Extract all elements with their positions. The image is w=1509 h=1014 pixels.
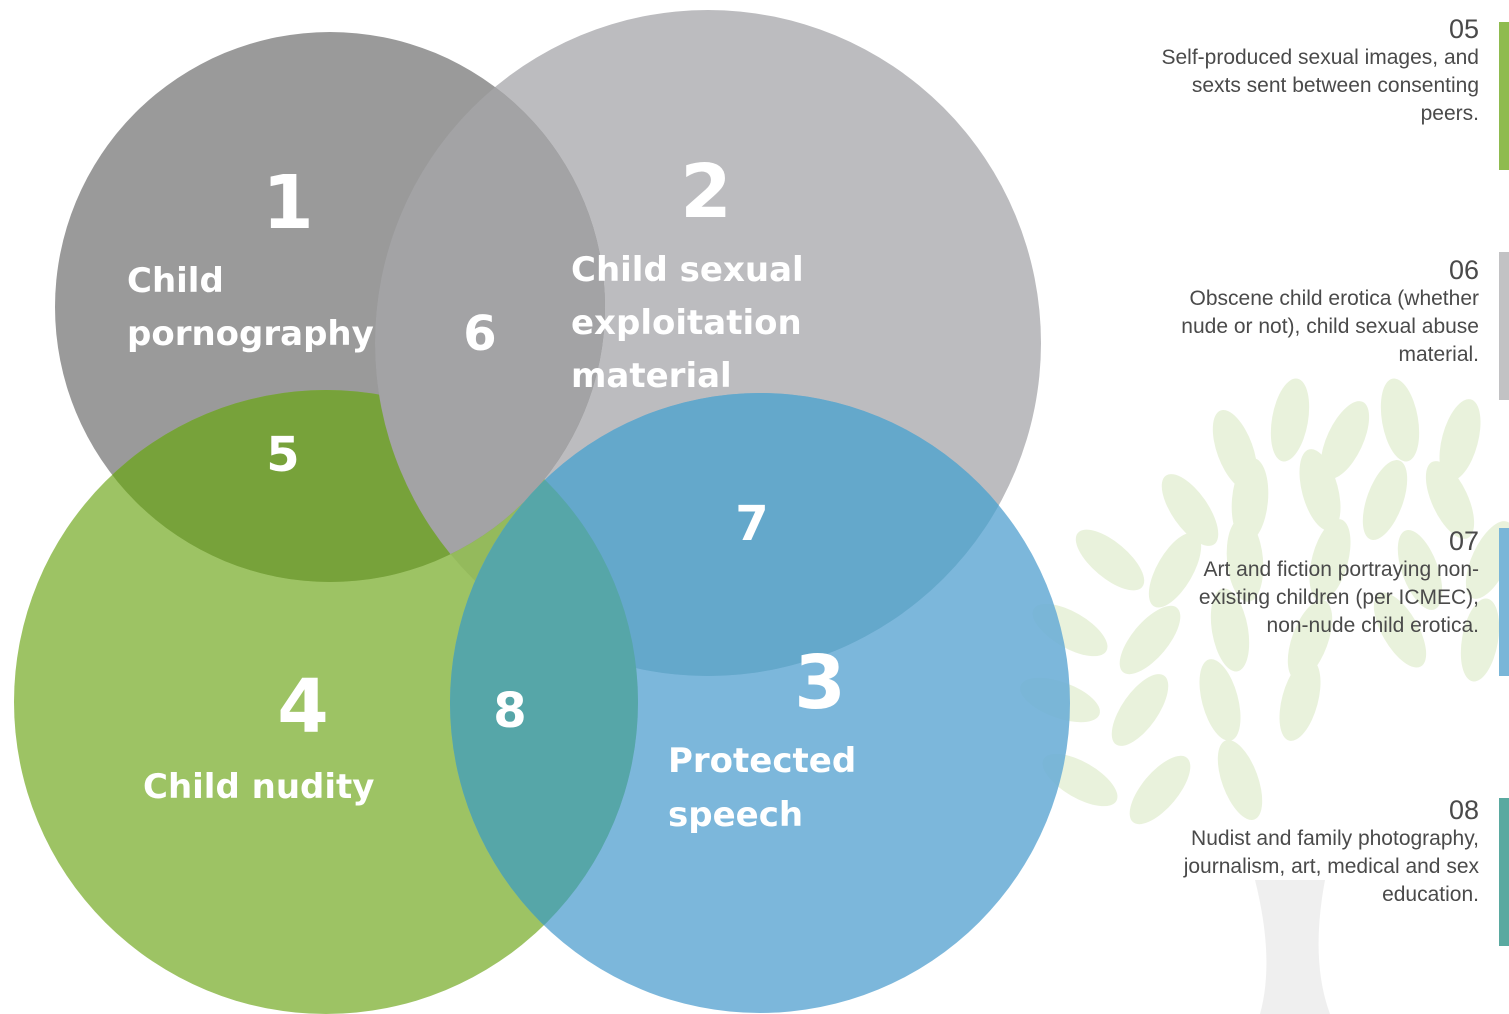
circle-number-1: 1 [262, 160, 314, 246]
leaf-shape [1231, 458, 1269, 542]
leaf-shape [1148, 532, 1202, 608]
legend-bar-06 [1499, 252, 1509, 400]
leaf-shape [1397, 530, 1443, 610]
leaf-shape [1217, 740, 1263, 820]
leaf-shape [1119, 605, 1181, 675]
legend-bar-07 [1499, 528, 1509, 676]
leaf-shape [1373, 592, 1427, 668]
circle-child-nudity [14, 390, 638, 1014]
circle-label-child-pornography-line2: pornography [127, 314, 374, 354]
intersection-number-6: 6 [463, 306, 496, 362]
legend-number: 08 [1448, 795, 1479, 825]
legend-line: material. [1398, 343, 1479, 366]
intersection-number-7: 7 [735, 496, 768, 552]
circle-label-csem-line3: material [571, 356, 732, 396]
legend-line: non-nude child erotica. [1266, 614, 1479, 637]
circle-label-csem-line2: exploitation [571, 303, 802, 343]
leaf-shape [1309, 519, 1351, 601]
circle-number-4: 4 [277, 664, 329, 750]
legend-bar-05 [1499, 22, 1509, 170]
leaf-shape [1380, 378, 1420, 462]
circle-label-protected-speech-line1: Protected [668, 741, 856, 781]
leaf-shape [1212, 410, 1258, 490]
leaf-shape [1075, 529, 1145, 591]
legend-item-05: 05 Self-produced sexual images, and sext… [1099, 14, 1479, 128]
circle-label-protected-speech-line2: speech [668, 795, 803, 835]
circle-number-3: 3 [794, 640, 846, 726]
circle-number-2: 2 [680, 149, 732, 235]
leaf-shape [1279, 659, 1321, 741]
circle-label-child-pornography-line1: Child [127, 261, 224, 301]
legend-item-06: 06 Obscene child erotica (whether nude o… [1099, 255, 1479, 369]
leaf-shape [1425, 461, 1475, 539]
leaf-shape [1439, 399, 1481, 481]
leaf-shape [1129, 755, 1191, 825]
legend-line: peers. [1420, 102, 1479, 125]
legend-line: existing children (per ICMEC), [1198, 586, 1479, 609]
leaf-shape [1299, 449, 1341, 531]
leaf-shape [1161, 474, 1219, 546]
legend-bar-08 [1499, 798, 1509, 946]
leaf-shape [1270, 378, 1310, 462]
circle-label-csem-line1: Child sexual [571, 250, 804, 290]
leaf-shape [1111, 674, 1169, 746]
legend-line: Nudist and family photography, [1191, 827, 1479, 850]
legend-number: 05 [1448, 14, 1479, 44]
legend-line: sexts sent between consenting [1191, 74, 1479, 97]
leaf-shape [1287, 600, 1333, 680]
leaf-shape [1199, 659, 1241, 741]
legend-line: Self-produced sexual images, and [1161, 46, 1479, 69]
leaf-shape [1362, 460, 1408, 540]
legend-number: 07 [1448, 526, 1479, 556]
circle-label-child-nudity: Child nudity [143, 767, 374, 807]
leaf-shape [1460, 598, 1500, 682]
overlap-c2-c3 [450, 393, 1041, 676]
legend-line: education. [1382, 883, 1479, 906]
legend-line: Art and fiction portraying non- [1203, 558, 1479, 581]
intersection-number-5: 5 [266, 427, 299, 483]
tree-watermark [1020, 378, 1509, 1014]
leaf-shape [1226, 518, 1264, 602]
leaf-shape [1210, 588, 1250, 672]
legend-item-07: 07 Art and fiction portraying non- exist… [1099, 526, 1479, 640]
legend-line: Obscene child erotica (whether [1189, 287, 1479, 310]
legend-line: journalism, art, medical and sex [1183, 855, 1479, 878]
legend-number: 06 [1448, 255, 1479, 285]
intersection-number-8: 8 [493, 683, 526, 739]
legend-line: nude or not), child sexual abuse [1181, 315, 1479, 338]
tree-trunk [1255, 880, 1330, 1014]
legend-item-08: 08 Nudist and family photography, journa… [1099, 795, 1479, 909]
leaf-shape [1320, 401, 1370, 479]
